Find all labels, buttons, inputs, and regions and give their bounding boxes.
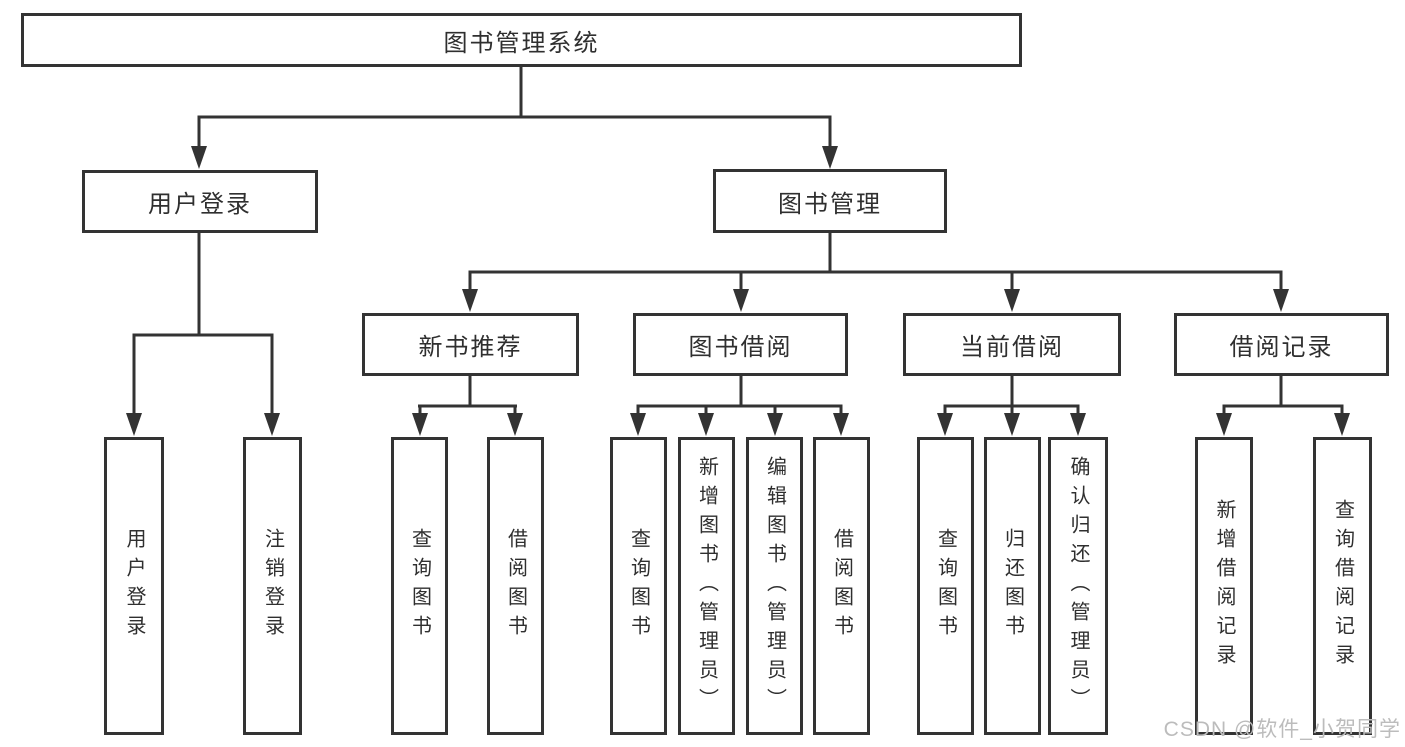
leaf-label: 编辑图书（管理员）	[763, 455, 786, 717]
connector-newbooks	[418, 376, 517, 418]
leaf-label: 注销登录	[261, 528, 284, 644]
connector-bookmgmt	[468, 233, 1283, 294]
leaf-edit-books-admin: 编辑图书（管理员）	[746, 437, 803, 735]
leaf-logout: 注销登录	[243, 437, 302, 735]
leaf-label: 新增借阅记录	[1213, 499, 1235, 673]
leaf-label: 借阅图书	[830, 528, 853, 644]
connector-current	[943, 376, 1080, 418]
leaf-add-borrow-record: 新增借阅记录	[1195, 437, 1253, 735]
leaf-label: 查询图书	[934, 528, 957, 644]
leaf-query-books-current: 查询图书	[917, 437, 974, 735]
leaf-confirm-return-admin: 确认归还（管理员）	[1048, 437, 1108, 735]
leaf-return-books: 归还图书	[984, 437, 1041, 735]
leaf-borrow-books: 借阅图书	[813, 437, 870, 735]
leaf-borrow-books-recommend: 借阅图书	[487, 437, 544, 735]
node-user-login-branch: 用户登录	[82, 170, 318, 233]
node-current-borrow: 当前借阅	[903, 313, 1121, 376]
leaf-label: 借阅图书	[504, 528, 527, 644]
leaf-label: 归还图书	[1001, 528, 1024, 644]
leaf-add-books-admin: 新增图书（管理员）	[678, 437, 735, 735]
connector-records	[1222, 376, 1344, 418]
leaf-user-login: 用户登录	[104, 437, 164, 735]
connector-userlogin	[132, 233, 274, 418]
leaf-label: 用户登录	[123, 528, 145, 644]
leaf-query-books-borrow: 查询图书	[610, 437, 667, 735]
leaf-label: 查询图书	[627, 528, 650, 644]
node-new-book-recommend: 新书推荐	[362, 313, 579, 376]
node-book-management-branch: 图书管理	[713, 169, 947, 233]
node-borrow-records: 借阅记录	[1174, 313, 1389, 376]
leaf-query-books-recommend: 查询图书	[391, 437, 448, 735]
arrowheads	[126, 146, 1350, 436]
node-root-system: 图书管理系统	[21, 13, 1022, 67]
csdn-watermark: CSDN @软件_小贺同学	[1163, 718, 1401, 741]
node-book-borrow: 图书借阅	[633, 313, 848, 376]
leaf-label: 新增图书（管理员）	[695, 455, 718, 717]
leaf-label: 查询借阅记录	[1331, 499, 1354, 673]
connector-borrowing	[636, 376, 843, 418]
leaf-query-borrow-record: 查询借阅记录	[1313, 437, 1372, 735]
connector-root	[197, 67, 832, 150]
leaf-label: 确认归还（管理员）	[1067, 455, 1089, 717]
leaf-label: 查询图书	[408, 528, 431, 644]
